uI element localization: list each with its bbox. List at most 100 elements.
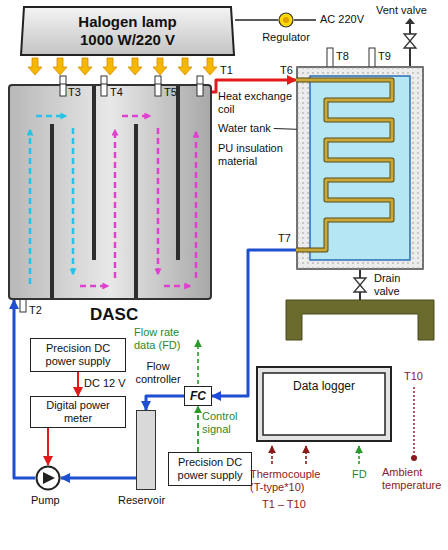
ambient-probe-line: [413, 387, 414, 455]
flow-path-hot: [80, 116, 196, 286]
light-ray: [203, 58, 217, 75]
label-text: T1: [220, 64, 233, 77]
flow-arrow: [195, 132, 198, 278]
label-text: AC 220V: [320, 13, 364, 26]
regulator-knob: [279, 13, 293, 27]
connector: [77, 372, 79, 396]
tank-shape: [296, 66, 424, 270]
light-ray: [28, 58, 42, 75]
pump: Pump: [35, 465, 61, 491]
heat-exchange-coil: [296, 80, 392, 250]
collector-shape: [8, 84, 212, 300]
node-text: Halogen lamp 1000 W/220 V: [69, 13, 187, 49]
label-text: FD: [352, 468, 367, 481]
label-text: T2: [29, 304, 42, 317]
regulator: Regulator: [278, 12, 294, 28]
node-text: Pump: [31, 494, 60, 507]
edge-label: Control signal: [202, 410, 242, 436]
connector: [47, 428, 49, 465]
lamp-housing: [21, 7, 234, 55]
dasc-collector: DASC: [8, 84, 212, 300]
vent-arrow: [405, 18, 415, 24]
thermocouple-probe: [155, 84, 161, 96]
node-text: Data logger: [256, 379, 392, 393]
flow-arrow: [122, 115, 150, 118]
flow-arrow: [164, 285, 190, 288]
flow-path-cold: [30, 116, 73, 284]
regulator-symbol: [278, 12, 294, 28]
thermocouple-probe: [197, 84, 203, 96]
node-text: FC: [190, 389, 206, 403]
label-text: Ambient temperature: [382, 466, 444, 492]
node-text: Reservoir: [118, 494, 165, 507]
collector-baffle: [52, 86, 178, 298]
label-text: Vent valve: [376, 4, 427, 17]
light-ray: [153, 58, 167, 75]
thermocouple-probe: [369, 48, 375, 68]
reservoir: Reservoir: [136, 410, 156, 490]
light-rays: [28, 58, 217, 75]
power-supply-box: Precision DC power supply: [30, 338, 126, 372]
label-text: T10: [404, 370, 423, 383]
label-text: T4: [110, 86, 123, 99]
label-text: T6: [280, 64, 293, 77]
signal-arrow: [197, 340, 199, 384]
label-text: T3: [68, 86, 81, 99]
insulation-texture: [297, 67, 423, 269]
light-ray: [53, 58, 67, 75]
water-tank: Water tank: [296, 66, 424, 270]
power-supply-box: Precision DC power supply: [168, 452, 252, 486]
label-text: Thermocouple (T-type*10): [250, 468, 330, 494]
node-text: DASC: [90, 305, 138, 325]
connector: [235, 19, 278, 21]
flow-arrow: [114, 130, 117, 278]
node-text: Precision DC power supply: [35, 342, 121, 368]
signal-arrow: [305, 446, 307, 464]
signal-arrow: [358, 446, 360, 464]
edge-label: DC 12 V: [84, 377, 126, 390]
light-ray: [128, 58, 142, 75]
connector: [61, 477, 136, 480]
label-text: T5: [164, 86, 177, 99]
collector-body: [9, 85, 211, 299]
node-text: Digital power meter: [35, 399, 121, 425]
thermocouple-probe: [60, 84, 66, 96]
flow-arrow: [80, 285, 108, 288]
label-text: Heat exchange coil: [218, 90, 294, 116]
connector: [14, 300, 35, 478]
connector: [197, 406, 199, 452]
flow-arrow: [29, 130, 32, 284]
vent-valve-symbol: [404, 34, 416, 48]
coil-outline: [296, 80, 392, 250]
ambient-probe: [411, 455, 417, 461]
data-logger: Data logger: [256, 366, 392, 442]
tank-stand: [286, 300, 434, 340]
thermocouple-probe: [327, 48, 333, 68]
node-text: Flow controller: [132, 360, 184, 386]
label-text: T8: [336, 50, 349, 63]
light-ray: [103, 58, 117, 75]
connector: [146, 396, 184, 410]
logger-shape: [256, 366, 392, 442]
pump-body: [37, 467, 60, 490]
flow-arrow: [157, 128, 160, 274]
halogen-lamp: Halogen lamp 1000 W/220 V: [20, 6, 235, 56]
label-text: Flow rate data (FD): [134, 326, 192, 352]
drain-valve-symbol: [354, 278, 366, 292]
flow-arrow: [36, 115, 66, 118]
power-wire: [294, 19, 316, 21]
light-ray: [178, 58, 192, 75]
power-meter-box: Digital power meter: [30, 396, 126, 428]
insulation-layer: [297, 67, 423, 269]
node-text: Precision DC power supply: [173, 456, 247, 482]
pump-symbol: [35, 465, 61, 491]
label-text: Drain valve: [374, 272, 414, 298]
label-text: PU insulation material: [218, 142, 294, 168]
pump-triangle: [43, 472, 55, 484]
label-text: T1 – T10: [262, 498, 306, 511]
thermocouple-probe: [101, 84, 107, 96]
flow-arrow: [72, 128, 75, 274]
flow-controller: Flow controllerFC: [184, 386, 212, 406]
regulator-center: [283, 17, 289, 23]
